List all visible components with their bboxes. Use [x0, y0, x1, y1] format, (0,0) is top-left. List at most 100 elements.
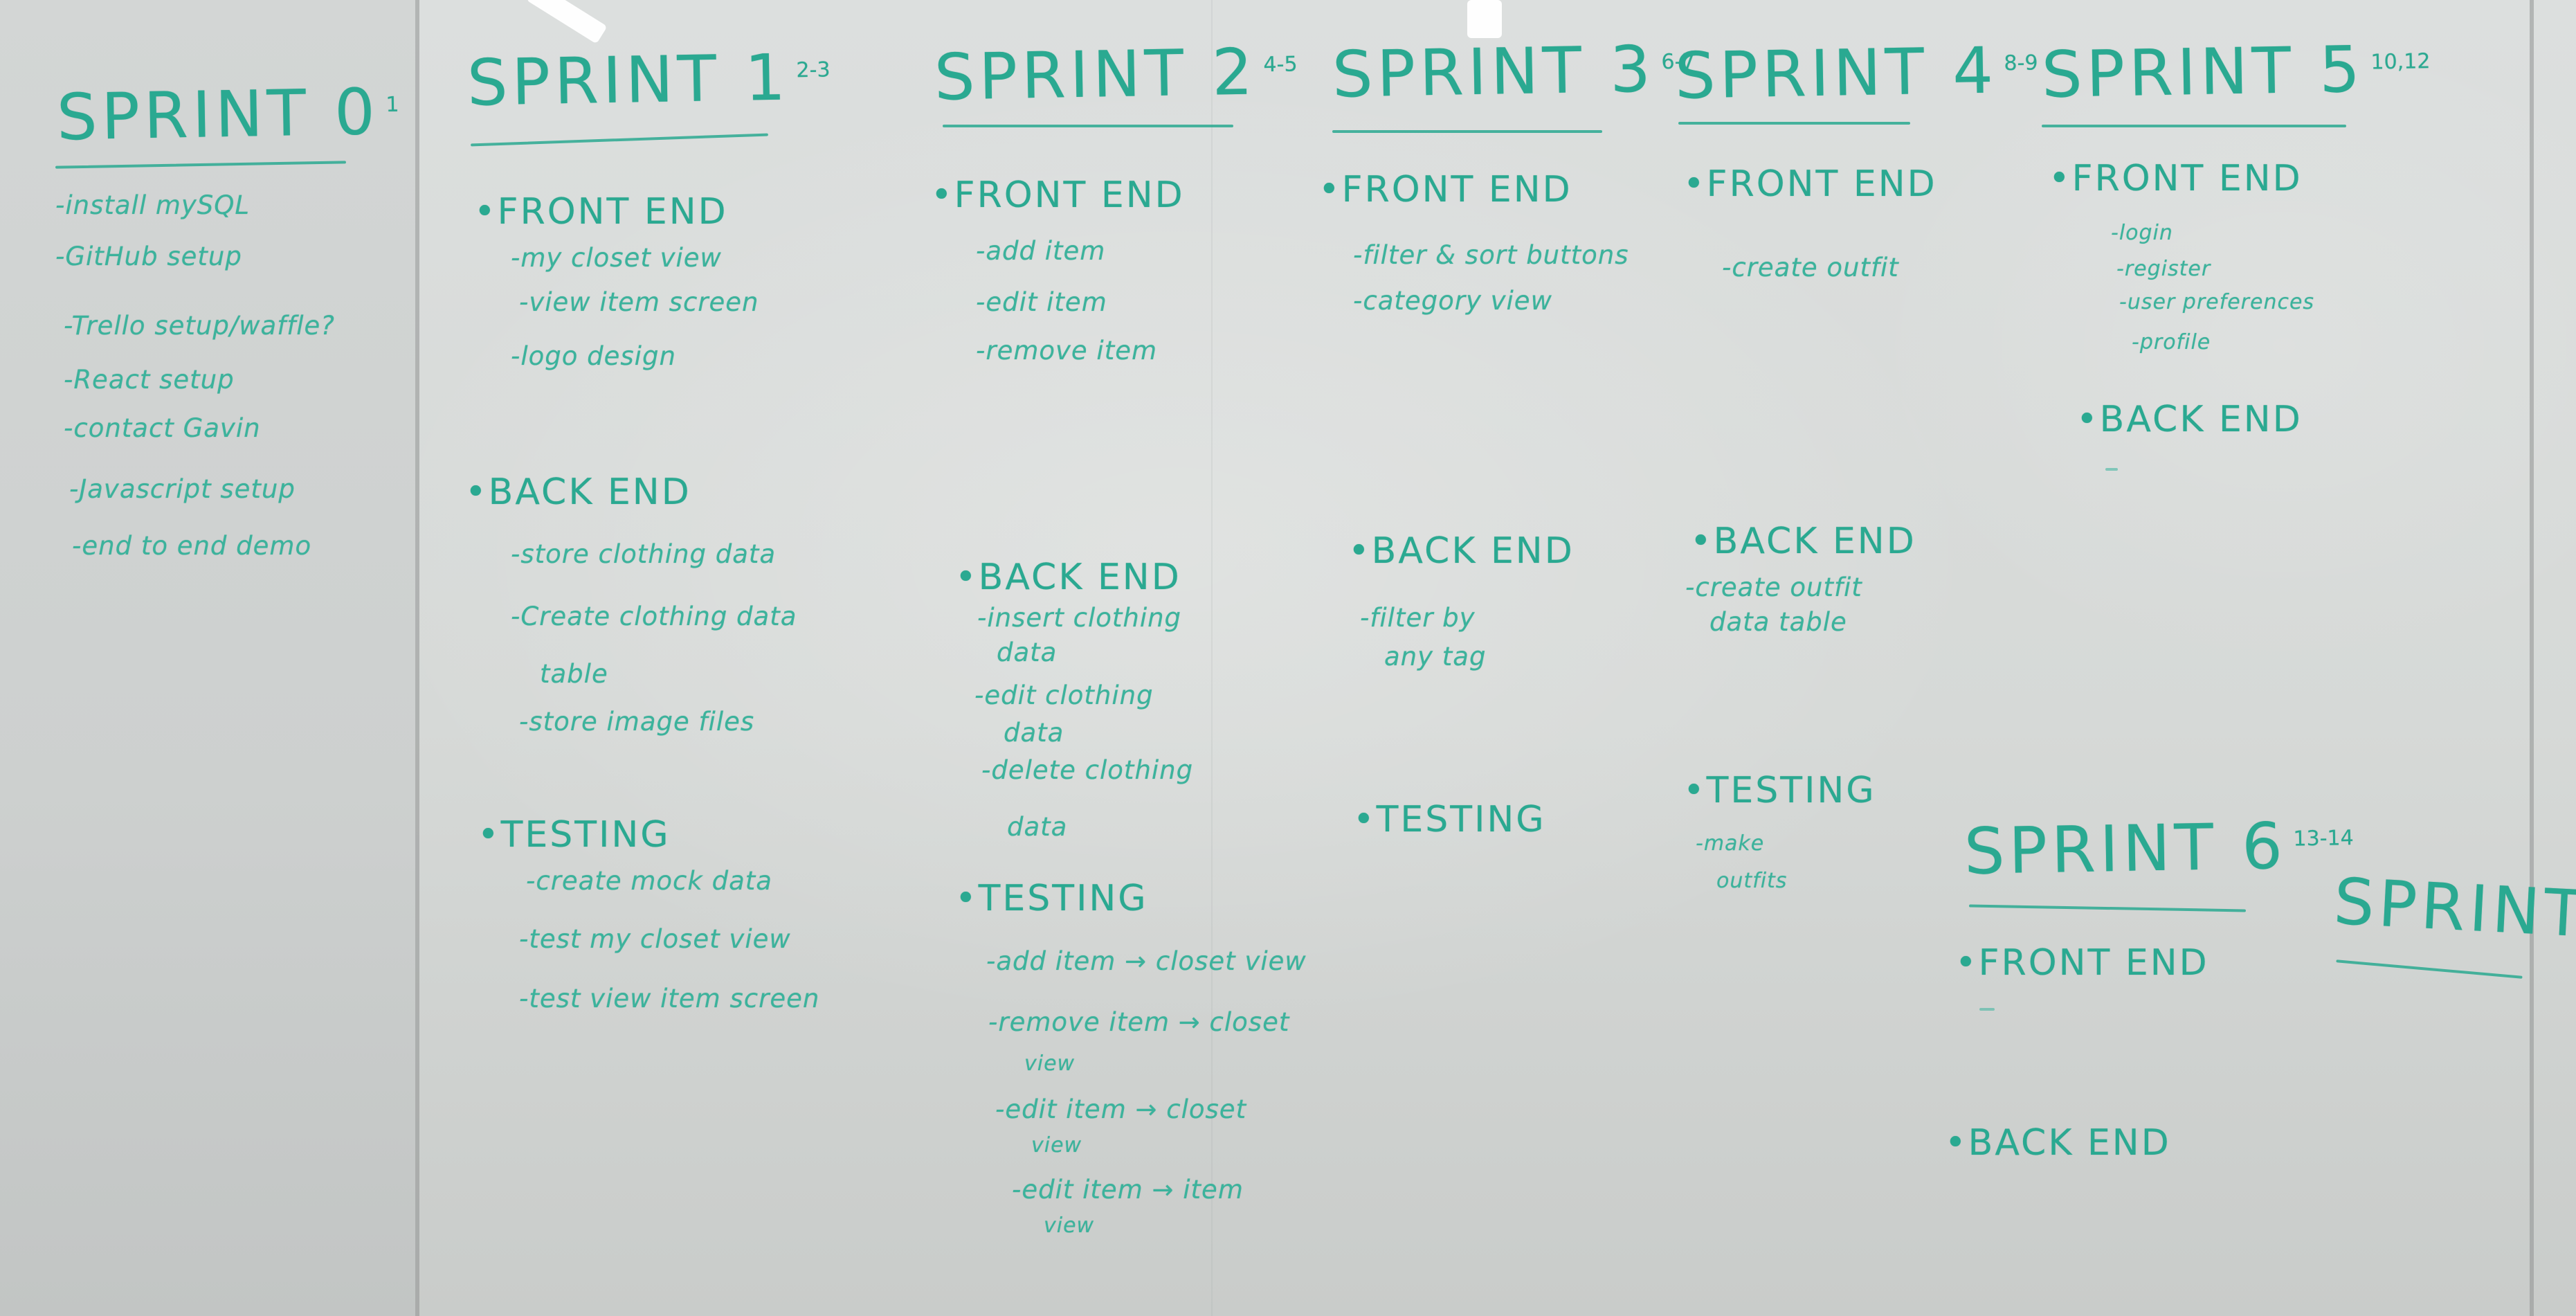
sprint-title-text: SPRINT 3: [1332, 32, 1656, 112]
panel-seam: [1211, 0, 1213, 1316]
title-underline: [1678, 122, 1910, 125]
task-item: -category view: [1353, 286, 1552, 316]
sprint-title-text: SPRINT 2: [934, 35, 1258, 115]
task-item: -login: [2111, 221, 2173, 245]
front-end-heading: •FRONT END: [474, 191, 728, 233]
back-end-heading: •BACK END: [1690, 521, 1916, 562]
task-item: -user preferences: [2119, 290, 2315, 314]
testing-heading: •TESTING: [1353, 799, 1546, 840]
task-item: -edit item: [976, 287, 1107, 317]
sprint-title-text: SPRINT 6: [1963, 809, 2287, 889]
task-item: -add item → closet view: [986, 946, 1307, 976]
sprint-weeks: 10,12: [2370, 49, 2431, 75]
sprint-weeks: 1: [386, 93, 399, 118]
sprint-weeks: 4-5: [1263, 52, 1298, 78]
task-item: data: [1007, 812, 1068, 842]
task-item: -React setup: [64, 365, 235, 395]
front-end-heading: •FRONT END: [1955, 942, 2209, 984]
sprint-title: SPRINT 715: [2332, 865, 2576, 955]
task-item: view: [1031, 1133, 1082, 1157]
task-item: data: [1004, 718, 1064, 748]
back-end-heading: •BACK END: [955, 557, 1181, 598]
sprint-weeks: 8-9: [2004, 51, 2038, 76]
task-item: -install mySQL: [55, 190, 251, 220]
task-item: -Trello setup/waffle?: [64, 311, 335, 341]
front-end-heading: •FRONT END: [1318, 169, 1572, 210]
task-item: -test my closet view: [519, 924, 791, 954]
back-end-heading: •BACK END: [1348, 530, 1575, 572]
panel-seam: [415, 0, 419, 1316]
task-item: -create outfit: [1722, 253, 1899, 282]
task-item: -contact Gavin: [64, 413, 261, 443]
title-underline: [471, 133, 768, 147]
task-item: -add item: [976, 236, 1106, 266]
empty-task-dash: [1979, 1008, 1995, 1011]
task-item: outfits: [1716, 869, 1788, 893]
back-end-heading: •BACK END: [465, 471, 691, 513]
sprint-title-text: SPRINT 7: [2332, 864, 2576, 955]
task-item: -filter & sort buttons: [1353, 240, 1629, 270]
task-item: -Create clothing data: [511, 602, 797, 631]
testing-heading: •TESTING: [955, 878, 1148, 919]
task-item: -store clothing data: [511, 539, 777, 569]
sprint-weeks: 13-14: [2293, 826, 2355, 851]
task-item: any tag: [1384, 642, 1487, 671]
title-underline: [1968, 904, 2247, 912]
task-item: -my closet view: [511, 243, 722, 273]
back-end-heading: •BACK END: [1945, 1122, 2171, 1164]
title-underline: [1332, 130, 1602, 133]
task-item: -create mock data: [526, 866, 772, 896]
title-underline: [2042, 125, 2346, 127]
task-item: -view item screen: [519, 287, 759, 317]
sprint-title-text: SPRINT 4: [1674, 33, 1998, 114]
testing-heading: •TESTING: [1683, 770, 1876, 811]
task-item: -Javascript setup: [69, 474, 296, 504]
task-item: -delete clothing: [981, 755, 1194, 785]
sprint-weeks: 2-3: [796, 57, 831, 83]
front-end-heading: •FRONT END: [931, 174, 1185, 216]
front-end-heading: •FRONT END: [2049, 158, 2303, 199]
task-item: -filter by: [1360, 603, 1476, 633]
task-item: -test view item screen: [519, 984, 820, 1013]
empty-task-dash: [2105, 468, 2118, 471]
light-reflection: [526, 0, 608, 44]
sprint-title-text: SPRINT 1: [466, 40, 790, 120]
task-item: data: [997, 638, 1058, 667]
task-item: -remove item → closet: [988, 1007, 1290, 1037]
left-whiteboard-panel: [0, 0, 415, 1316]
task-item: table: [540, 659, 608, 689]
light-reflection: [1467, 0, 1502, 38]
task-item: -insert clothing: [977, 603, 1182, 633]
sprint-title-text: SPRINT 5: [2041, 32, 2365, 112]
task-item: -logo design: [511, 341, 676, 371]
task-item: -make: [1696, 831, 1765, 856]
task-item: -store image files: [519, 707, 755, 737]
task-item: -edit clothing: [974, 680, 1154, 710]
task-item: -GitHub setup: [55, 242, 242, 271]
title-underline: [943, 125, 1233, 127]
testing-heading: •TESTING: [478, 814, 671, 856]
title-underline: [2336, 959, 2523, 979]
task-item: data table: [1709, 607, 1847, 637]
task-item: -edit item → item: [1012, 1175, 1244, 1205]
task-item: -create outfit: [1685, 573, 1862, 602]
task-item: -edit item → closet: [995, 1094, 1247, 1124]
task-item: -register: [2116, 257, 2211, 281]
panel-seam: [2530, 0, 2534, 1316]
task-item: view: [1024, 1052, 1076, 1076]
sprint-title-text: SPRINT 0: [56, 75, 380, 155]
task-item: view: [1044, 1214, 1095, 1238]
back-end-heading: •BACK END: [2076, 399, 2303, 440]
front-end-heading: •FRONT END: [1683, 163, 1937, 205]
task-item: -remove item: [976, 336, 1158, 366]
task-item: -profile: [2132, 330, 2211, 354]
task-item: -end to end demo: [72, 531, 312, 561]
